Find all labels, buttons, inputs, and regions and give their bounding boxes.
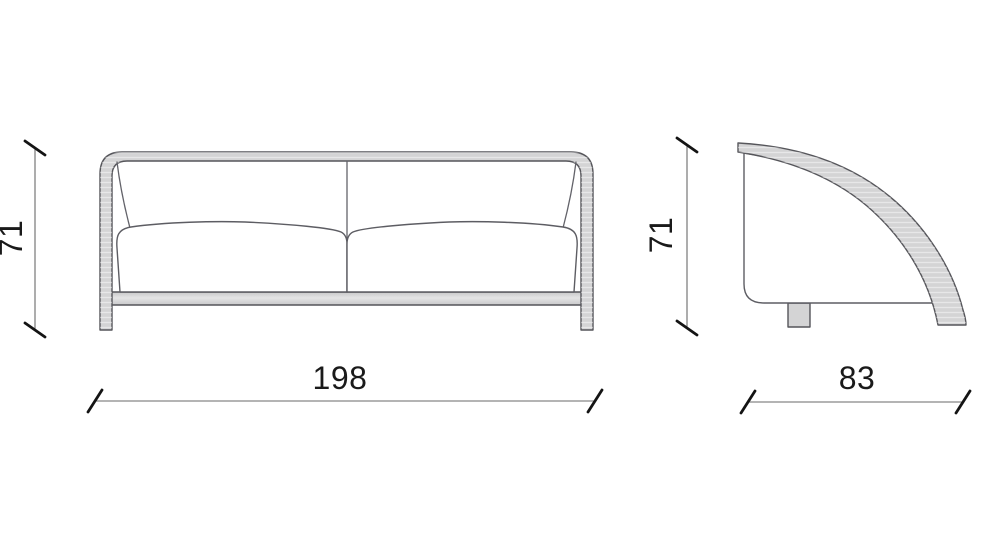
side-leg bbox=[787, 302, 811, 328]
dimension-side-height-label: 71 bbox=[643, 217, 679, 254]
sofa-front-view bbox=[99, 151, 594, 331]
front-seat-rail bbox=[103, 291, 590, 306]
sofa-side-view bbox=[737, 142, 967, 328]
dimension-front-height-label: 71 bbox=[0, 220, 29, 257]
side-arm-texture bbox=[738, 143, 966, 325]
dimension-side-depth: 83 bbox=[739, 360, 972, 415]
dimension-tick bbox=[23, 139, 47, 157]
dimension-side-height: 71 bbox=[643, 136, 699, 337]
dimension-front-height: 71 bbox=[0, 139, 47, 339]
dimension-tick bbox=[86, 388, 104, 414]
front-seat-cushion-left bbox=[116, 220, 348, 293]
dimension-front-width: 198 bbox=[86, 360, 604, 414]
dimension-tick bbox=[586, 388, 604, 414]
dimension-side-depth-label: 83 bbox=[839, 360, 876, 396]
dimension-front-width-label: 198 bbox=[313, 360, 368, 396]
front-seat-cushion-right bbox=[346, 220, 578, 293]
dimension-tick bbox=[739, 389, 757, 415]
dimension-tick bbox=[954, 389, 972, 415]
dimension-tick bbox=[675, 136, 699, 154]
dimension-tick bbox=[23, 321, 47, 339]
dimension-tick bbox=[675, 319, 699, 337]
front-back-seam-left bbox=[116, 161, 131, 229]
front-back-seam-right bbox=[562, 161, 577, 229]
